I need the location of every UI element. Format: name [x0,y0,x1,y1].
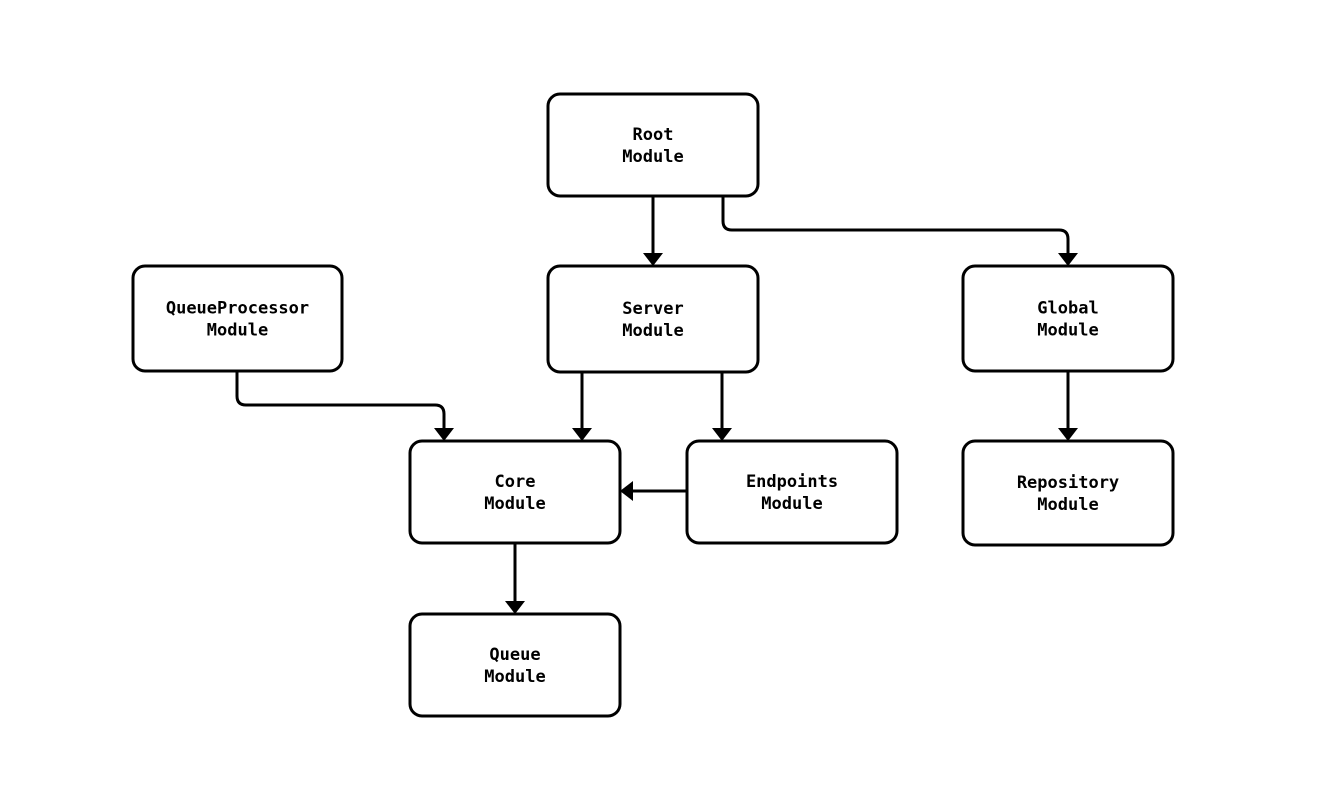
repository-module-node-box[interactable] [961,439,1175,547]
edge-root-to-global-line [721,196,1070,254]
edge-global-to-repository [1058,371,1078,441]
edge-core-to-queue [505,543,525,614]
edges-layer [235,196,1078,614]
global-module-node-box[interactable] [961,264,1175,373]
edge-root-to-server [643,196,663,266]
edge-root-to-global-arrowhead [1058,253,1078,266]
edge-root-to-global [721,196,1078,266]
edge-endpoints-to-core [620,481,687,501]
edge-server-to-core-arrowhead [572,428,592,441]
edge-queueprocessor-to-core [235,371,454,441]
edge-root-to-server-arrowhead [643,253,663,266]
root-module-node-box[interactable] [546,92,760,198]
edge-server-to-core [572,372,592,441]
edge-server-to-endpoints [712,372,732,441]
edge-queueprocessor-to-core-line [235,371,446,429]
core-module-node-box[interactable] [408,439,622,545]
edge-global-to-repository-arrowhead [1058,428,1078,441]
server-module-node-box[interactable] [546,264,760,374]
queue-module-node-box[interactable] [408,612,622,718]
queueprocessor-module-node-box[interactable] [131,264,344,373]
endpoints-module-node-box[interactable] [685,439,899,545]
edge-core-to-queue-arrowhead [505,601,525,614]
edge-server-to-endpoints-arrowhead [712,428,732,441]
edge-queueprocessor-to-core-arrowhead [434,428,454,441]
edge-endpoints-to-core-arrowhead [620,481,633,501]
